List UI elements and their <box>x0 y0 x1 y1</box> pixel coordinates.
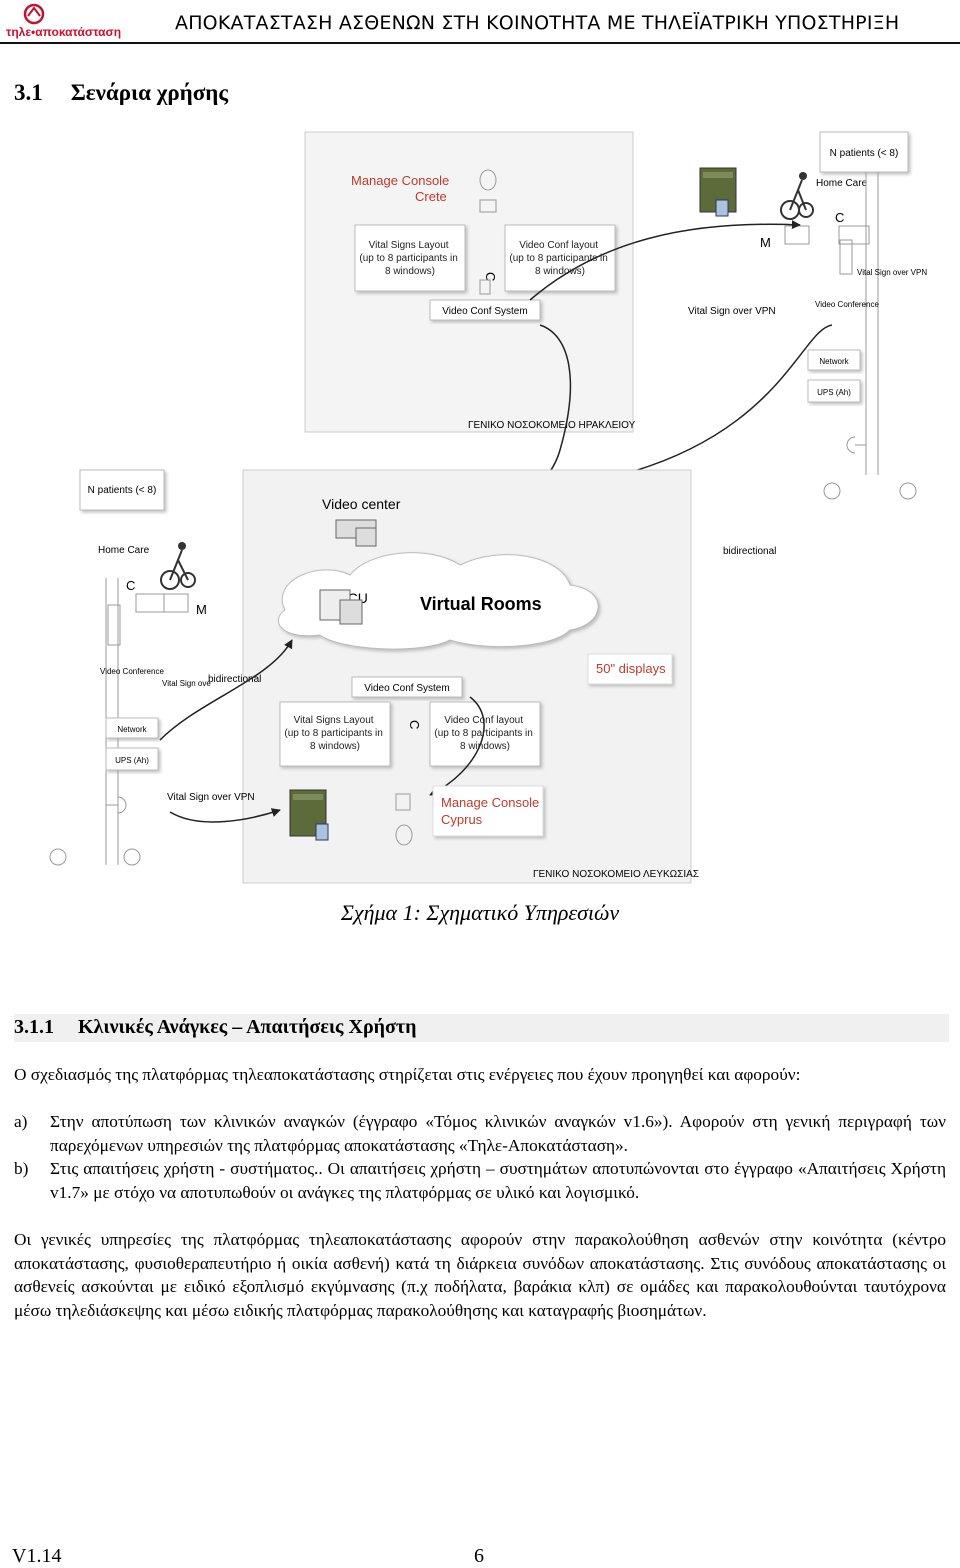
crete-hospital-label: ΓΕΝΙΚΟ ΝΟΣΟΚΟΜΕΙΟ ΗΡΑΚΛΕΙΟΥ <box>468 420 636 431</box>
network-box-left <box>105 717 159 739</box>
displays-box <box>587 653 673 685</box>
ups-box-right <box>807 379 861 403</box>
svg-text:UPS (Ah): UPS (Ah) <box>817 388 851 397</box>
right-c-label: C <box>835 210 844 225</box>
cyprus-video-conf-system-box <box>351 676 463 698</box>
list-text: Στις απαιτήσεις χρήστη - συστήματος.. Οι… <box>50 1159 946 1202</box>
subsection-number: 3.1.1 <box>14 1016 54 1038</box>
section-heading: Σενάρια χρήσης <box>70 80 229 105</box>
svg-text:UPS (Ah): UPS (Ah) <box>115 756 149 765</box>
figure-caption: Σχήμα 1: Σχηματικό Υπηρεσιών <box>340 900 620 925</box>
services-diagram: Manage Console Crete Vital Signs Layout … <box>49 131 927 884</box>
svg-text:Manage Console: Manage Console <box>441 795 539 810</box>
n-patients-box-left <box>79 469 165 511</box>
section-number: 3.1 <box>14 80 43 105</box>
svg-text:Vital Sign ove: Vital Sign ove <box>162 679 211 688</box>
list-text: Στην αποτύπωση των κλινικών αναγκών (έγγ… <box>50 1112 946 1155</box>
list-marker: b) <box>14 1159 29 1178</box>
svg-text:50" displays: 50" displays <box>596 661 666 676</box>
logo: τηλε•αποκατάσταση <box>4 2 134 42</box>
header-title: ΑΠΟΚΑΤΑΣΤΑΣΗ ΑΣΘΕΝΩΝ ΣΤΗ ΚΟΙΝΟΤΗΤΑ ΜΕ ΤΗ… <box>175 12 900 34</box>
server-rack-icon <box>335 519 377 547</box>
left-m-label: M <box>196 602 207 617</box>
svg-text:N patients (< 8): N patients (< 8) <box>830 148 899 159</box>
console-chair-icon <box>395 793 413 846</box>
svg-text:Video Conf System: Video Conf System <box>364 683 449 694</box>
cyprus-vital-vpn-label: Vital Sign over VPN <box>167 792 255 803</box>
left-c-label: C <box>126 578 135 593</box>
chair-icon <box>479 169 497 213</box>
subsection-heading: Κλινικές Ανάγκες – Απαιτήσεις Χρήστη <box>78 1016 417 1038</box>
svg-text:Cyprus: Cyprus <box>441 812 483 827</box>
cyprus-video-layout-box <box>429 701 541 767</box>
crete-video-conf-system-box <box>429 299 541 321</box>
crete-c-label: C <box>483 272 498 281</box>
network-box-right <box>807 349 861 371</box>
svg-text:Vital Sign over VPN: Vital Sign over VPN <box>857 268 927 277</box>
svg-text:Network: Network <box>819 357 849 366</box>
list-item: a) Στην αποτύπωση των κλινικών αναγκών (… <box>14 1110 946 1157</box>
svg-text:Video Conference: Video Conference <box>100 667 164 676</box>
svg-text:τηλε•αποκατάσταση: τηλε•αποκατάσταση <box>6 25 121 39</box>
paragraph-services: Οι γενικές υπηρεσίες της πλατφόρμας τηλε… <box>14 1230 946 1320</box>
svg-text:Video Conf layout (up to 8: Video Conf layout (up to 8 participants … <box>509 240 610 277</box>
mcu-server-icon <box>319 589 363 625</box>
virtual-rooms-cloud <box>278 552 599 650</box>
server-icon-cyprus <box>289 789 329 841</box>
exercise-bike-icon <box>780 172 814 220</box>
cyprus-hospital-label: ΓΕΝΙΚΟ ΝΟΣΟΚΟΜΕΙΟ ΛΕΥΚΩΣΙΑΣ <box>533 869 699 880</box>
manage-console-crete-line1: Manage Console <box>351 173 449 188</box>
svg-text:bidirectional: bidirectional <box>208 674 261 685</box>
footer-version: V1.14 <box>12 1545 62 1567</box>
right-m-label: M <box>760 235 771 250</box>
list-item: b) Στις απαιτήσεις χρήστη - συστήματος..… <box>14 1157 946 1204</box>
svg-text:Vital Signs Layout (up to: Vital Signs Layout (up to 8 participants… <box>359 240 460 277</box>
n-patients-box-right <box>819 131 909 173</box>
server-icon <box>699 167 737 217</box>
manage-console-cyprus-box <box>432 785 544 837</box>
subsection-title: 3.1.1 Κλινικές Ανάγκες – Απαιτήσεις Χρήστ… <box>14 1016 416 1039</box>
section-title: 3.1 Σενάρια χρήσης <box>14 80 228 106</box>
crete-vital-vpn-label: Vital Sign over VPN <box>688 306 776 317</box>
svg-text:Home Care: Home Care <box>98 545 150 556</box>
svg-text:Network: Network <box>117 725 147 734</box>
virtual-rooms-label: Virtual Rooms <box>420 594 542 614</box>
bidirectional-right-label: bidirectional <box>723 546 776 557</box>
cyprus-c-label: C <box>407 720 422 729</box>
subsection-highlight <box>14 1014 949 1042</box>
footer-page-number: 6 <box>474 1545 484 1567</box>
manage-console-crete-line2: Crete <box>415 189 447 204</box>
svg-text:Home Care: Home Care <box>816 178 868 189</box>
svg-text:Video Conference: Video Conference <box>815 300 879 309</box>
svg-text:N patients (< 8): N patients (< 8) <box>88 485 157 496</box>
ups-box-left <box>105 747 159 771</box>
svg-text:Video Conf System: Video Conf System <box>442 306 527 317</box>
list-marker: a) <box>14 1112 28 1131</box>
svg-text:Vital Signs Layout (up to: Vital Signs Layout (up to 8 participants… <box>284 715 385 752</box>
video-center-label: Video center <box>322 496 401 512</box>
camera-icon <box>479 279 491 295</box>
exercise-bike-icon-left <box>160 542 196 590</box>
cyprus-vital-layout-box <box>279 701 391 767</box>
paragraph-intro: Ο σχεδιασμός της πλατφόρμας τηλεαποκατάσ… <box>14 1065 801 1084</box>
crete-vital-layout-box <box>354 224 466 292</box>
header-divider <box>0 42 960 44</box>
